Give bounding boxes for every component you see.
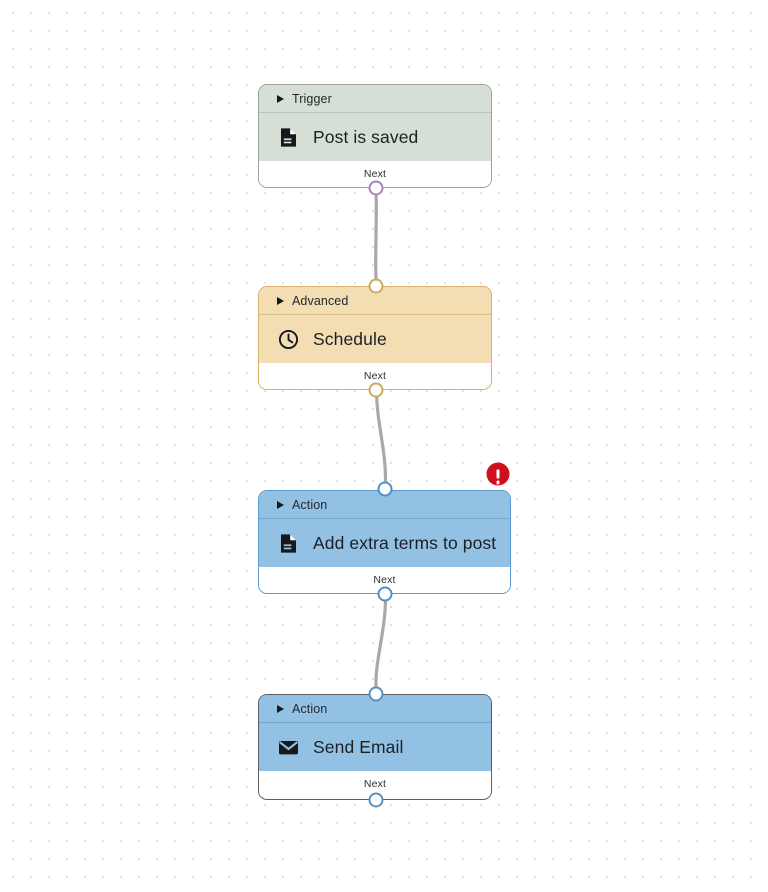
port-trigger-out[interactable] bbox=[368, 180, 384, 196]
node-title: Add extra terms to post bbox=[313, 532, 497, 553]
node-header-label: Trigger bbox=[292, 91, 332, 106]
node-body-trigger[interactable]: Post is saved bbox=[259, 113, 491, 161]
port-advanced-out[interactable] bbox=[368, 382, 384, 398]
clock-icon bbox=[278, 329, 299, 350]
document-icon bbox=[278, 533, 299, 554]
edge-action-to-send-email bbox=[374, 593, 388, 689]
edge-advanced-to-action bbox=[374, 389, 388, 484]
workflow-node-action-add-extra-terms[interactable]: Action Add extra terms to post Next bbox=[258, 490, 511, 594]
chevron-right-icon[interactable] bbox=[277, 500, 284, 509]
chevron-right-icon[interactable] bbox=[277, 296, 284, 305]
node-title: Send Email bbox=[313, 736, 404, 757]
node-header-trigger[interactable]: Trigger bbox=[259, 85, 491, 113]
chevron-right-icon[interactable] bbox=[277, 704, 284, 713]
error-exclamation-icon[interactable] bbox=[486, 462, 510, 486]
node-body-action[interactable]: Add extra terms to post bbox=[259, 519, 510, 567]
node-header-label: Advanced bbox=[292, 293, 349, 308]
node-body-advanced[interactable]: Schedule bbox=[259, 315, 491, 363]
node-title: Schedule bbox=[313, 328, 387, 349]
port-advanced-in[interactable] bbox=[368, 278, 384, 294]
envelope-icon bbox=[278, 737, 299, 758]
workflow-node-advanced[interactable]: Advanced Schedule Next bbox=[258, 286, 492, 390]
node-header-label: Action bbox=[292, 497, 328, 512]
node-title: Post is saved bbox=[313, 126, 419, 147]
exclamation-glyph bbox=[496, 469, 501, 485]
port-send-email-out[interactable] bbox=[368, 792, 384, 808]
port-action-in[interactable] bbox=[377, 481, 393, 497]
workflow-node-action-send-email[interactable]: Action Send Email Next bbox=[258, 694, 492, 800]
chevron-right-icon[interactable] bbox=[277, 94, 284, 103]
node-header-label: Action bbox=[292, 701, 328, 716]
port-action-out[interactable] bbox=[377, 586, 393, 602]
node-body-action[interactable]: Send Email bbox=[259, 723, 491, 771]
workflow-node-trigger[interactable]: Trigger Post is saved Next bbox=[258, 84, 492, 188]
port-send-email-in[interactable] bbox=[368, 686, 384, 702]
edge-trigger-to-advanced bbox=[374, 187, 378, 281]
document-icon bbox=[278, 127, 299, 148]
